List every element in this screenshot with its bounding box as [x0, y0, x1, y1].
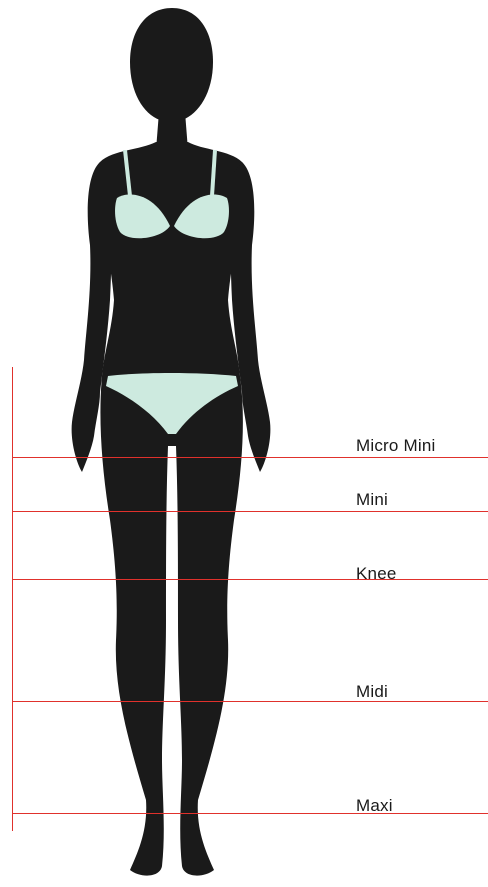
level-line-knee [12, 579, 488, 580]
level-label-micro-mini: Micro Mini [356, 436, 435, 456]
level-line-mini [12, 511, 488, 512]
length-scale-vertical-line [12, 367, 13, 831]
level-label-mini: Mini [356, 490, 388, 510]
torso [95, 142, 248, 376]
level-line-midi [12, 701, 488, 702]
level-label-knee: Knee [356, 564, 397, 584]
head [130, 8, 213, 120]
level-label-midi: Midi [356, 682, 388, 702]
level-label-maxi: Maxi [356, 796, 393, 816]
silhouette [72, 8, 271, 876]
level-line-maxi [12, 813, 488, 814]
level-line-micro-mini [12, 457, 488, 458]
legs [100, 376, 242, 876]
